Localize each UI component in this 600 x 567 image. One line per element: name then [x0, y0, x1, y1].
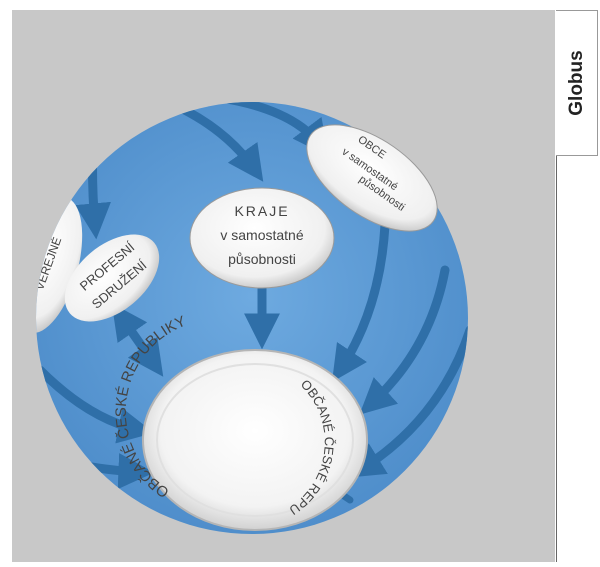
tab-globus-label: Globus	[565, 50, 587, 116]
bubble-kraje: KRAJE v samostatné působnosti	[189, 187, 335, 289]
side-panel	[556, 156, 598, 562]
arrow-to-kraje	[145, 102, 264, 182]
bubble-obce: OBCE v samostatné působnosti	[306, 124, 438, 232]
kraje-line3: působnosti	[228, 251, 296, 267]
bubble-profesni-sdruzeni: PROFESNÍ SDRUŽENÍ	[64, 234, 160, 322]
kraje-line1: KRAJE	[234, 203, 289, 219]
arrow-right-to-center	[359, 265, 450, 415]
arrow-left-to-center	[36, 365, 155, 444]
arrow-to-profesni	[75, 102, 111, 240]
kraje-line2: v samostatné	[220, 227, 303, 243]
arrow-obce-to-center	[332, 220, 390, 382]
tab-globus[interactable]: Globus	[556, 10, 598, 156]
arrow-profesni-center	[111, 303, 164, 377]
arrow-right-lower	[347, 325, 468, 478]
